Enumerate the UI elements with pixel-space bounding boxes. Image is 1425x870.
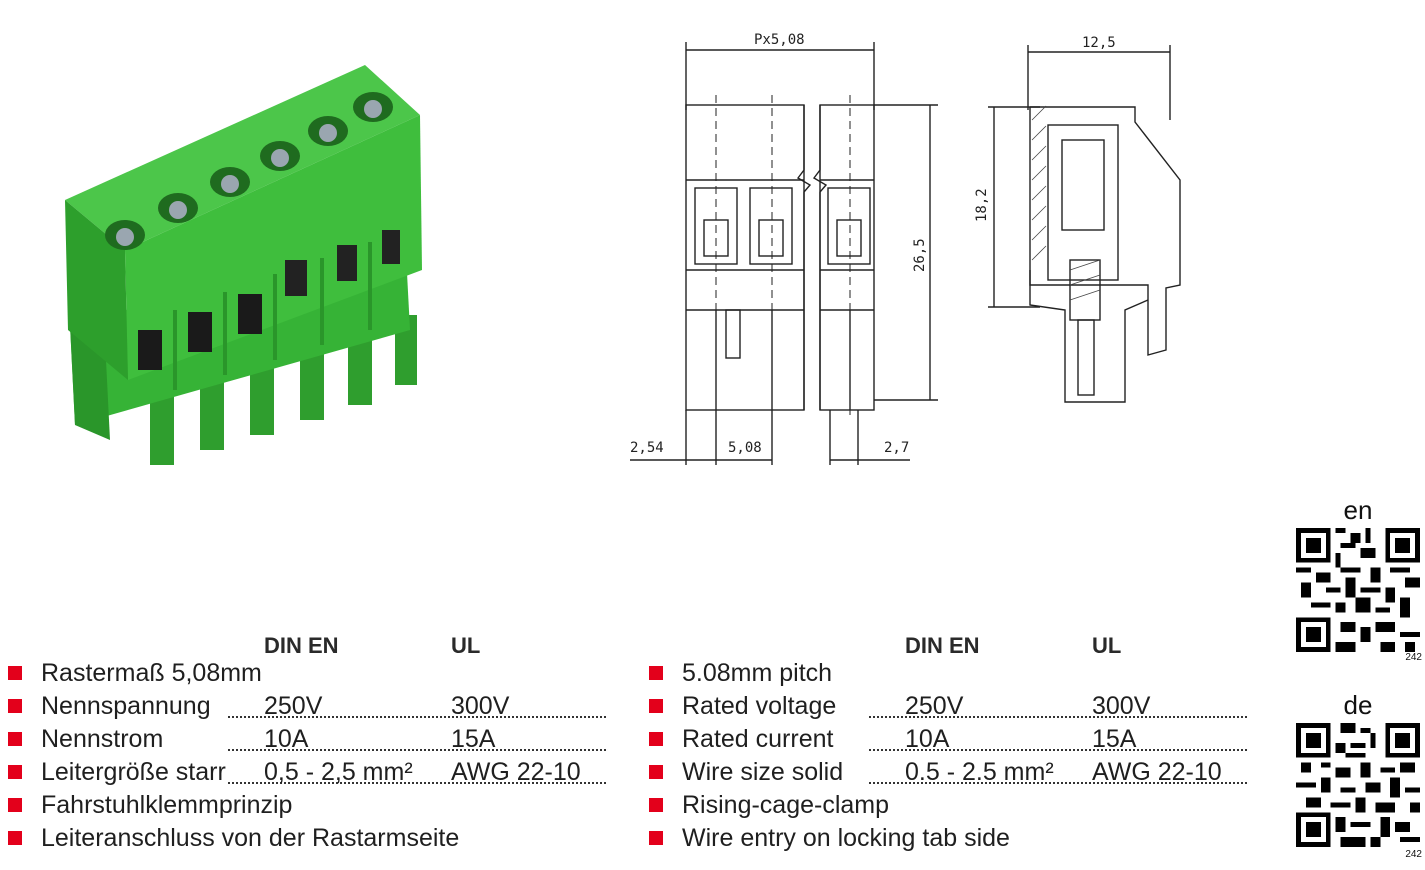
spec-row: Fahrstuhlklemmprinzip xyxy=(8,789,628,822)
qr-lang-label: de xyxy=(1343,690,1373,720)
qr-code-icon xyxy=(1296,723,1420,847)
qr-lang-label: en xyxy=(1343,495,1373,525)
bullet-icon xyxy=(8,765,22,779)
spec-row: Leiteranschluss von der Rastarmseite xyxy=(8,822,628,855)
qr-code-de[interactable]: de 242 xyxy=(1292,691,1424,863)
dim-end-label: 2,7 xyxy=(884,440,909,456)
spec-row: Wire size solid 0.5 - 2.5 mm² AWG 22-10 xyxy=(649,756,1269,789)
side-view-drawing: 12,5 18,2 xyxy=(974,35,1181,403)
bullet-icon xyxy=(649,798,663,812)
qr-code-en[interactable]: en 242 xyxy=(1292,496,1424,666)
bullet-icon xyxy=(8,699,22,713)
spec-row: 5.08mm pitch xyxy=(649,657,1269,690)
spec-table-en: DIN EN UL 5.08mm pitch Rated voltage 250… xyxy=(649,633,1269,863)
spec-row: Nennstrom 10A 15A xyxy=(8,723,628,756)
bullet-icon xyxy=(649,732,663,746)
spec-row: Rated current 10A 15A xyxy=(649,723,1269,756)
dotted-leader xyxy=(228,716,606,718)
dim-width-label: 12,5 xyxy=(1082,35,1116,51)
front-view-drawing: Px5,08 2,54 5,08 2,7 26,5 xyxy=(630,32,938,465)
dotted-leader xyxy=(228,782,606,784)
spec-row: Rising-cage-clamp xyxy=(649,789,1269,822)
qr-code-icon xyxy=(1296,528,1420,652)
bullet-icon xyxy=(649,765,663,779)
col-header-din: DIN EN xyxy=(264,633,339,658)
spec-table-de: DIN EN UL Rastermaß 5,08mm Nennspannung … xyxy=(8,633,628,863)
dotted-leader xyxy=(869,716,1247,718)
qr-number: 242 xyxy=(1405,652,1422,663)
dim-offset-label: 2,54 xyxy=(630,440,664,456)
spec-row: Rastermaß 5,08mm xyxy=(8,657,628,690)
dim-height-label: 26,5 xyxy=(912,238,928,272)
bullet-icon xyxy=(8,666,22,680)
dotted-leader xyxy=(228,749,606,751)
bullet-icon xyxy=(649,666,663,680)
spec-row: Nennspannung 250V 300V xyxy=(8,690,628,723)
qr-number: 242 xyxy=(1405,849,1422,860)
col-header-ul: UL xyxy=(451,633,481,658)
bullet-icon xyxy=(8,798,22,812)
bullet-icon xyxy=(8,831,22,845)
spec-row: Leitergröße starr 0,5 - 2,5 mm² AWG 22-1… xyxy=(8,756,628,789)
bullet-icon xyxy=(649,699,663,713)
bullet-icon xyxy=(649,831,663,845)
dim-side-height-label: 18,2 xyxy=(974,188,990,222)
spec-row: Rated voltage 250V 300V xyxy=(649,690,1269,723)
spec-row: Wire entry on locking tab side xyxy=(649,822,1269,855)
dim-pitch-label: Px5,08 xyxy=(754,32,805,48)
product-image xyxy=(65,65,422,465)
col-header-din: DIN EN xyxy=(905,633,980,658)
dotted-leader xyxy=(869,782,1247,784)
dim-pitch-bottom: 5,08 xyxy=(728,440,762,456)
dotted-leader xyxy=(869,749,1247,751)
col-header-ul: UL xyxy=(1092,633,1122,658)
bullet-icon xyxy=(8,732,22,746)
